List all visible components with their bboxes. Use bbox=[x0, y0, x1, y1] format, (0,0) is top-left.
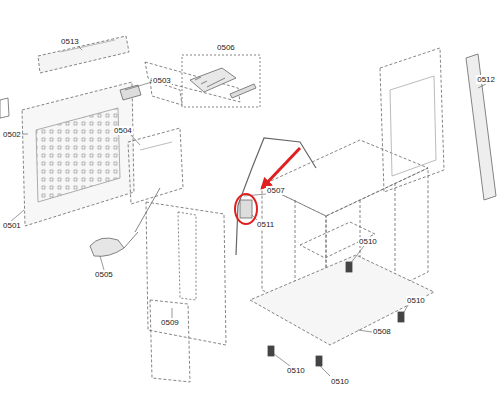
callout-number: 0501 bbox=[2, 221, 22, 230]
callout-number: 0512 bbox=[476, 75, 496, 84]
callout-number: 0510 bbox=[406, 296, 426, 305]
callout-number: 0508 bbox=[372, 327, 392, 336]
callout-number: 0510 bbox=[286, 366, 306, 375]
callout-number: 0511 bbox=[256, 220, 275, 229]
callout-number: 0504 bbox=[113, 126, 133, 135]
callout-number: 0506 bbox=[216, 43, 236, 52]
callout-number: 0505 bbox=[94, 270, 114, 279]
callout-number: 0510 bbox=[330, 377, 350, 386]
callout-number: 0510 bbox=[358, 237, 378, 246]
callout-number: 0507 bbox=[266, 186, 286, 195]
callout-number: 0509 bbox=[160, 318, 180, 327]
callout-number: 0502 bbox=[2, 130, 22, 139]
callout-number: 0503 bbox=[152, 76, 172, 85]
callout-number: 0513 bbox=[60, 37, 80, 46]
